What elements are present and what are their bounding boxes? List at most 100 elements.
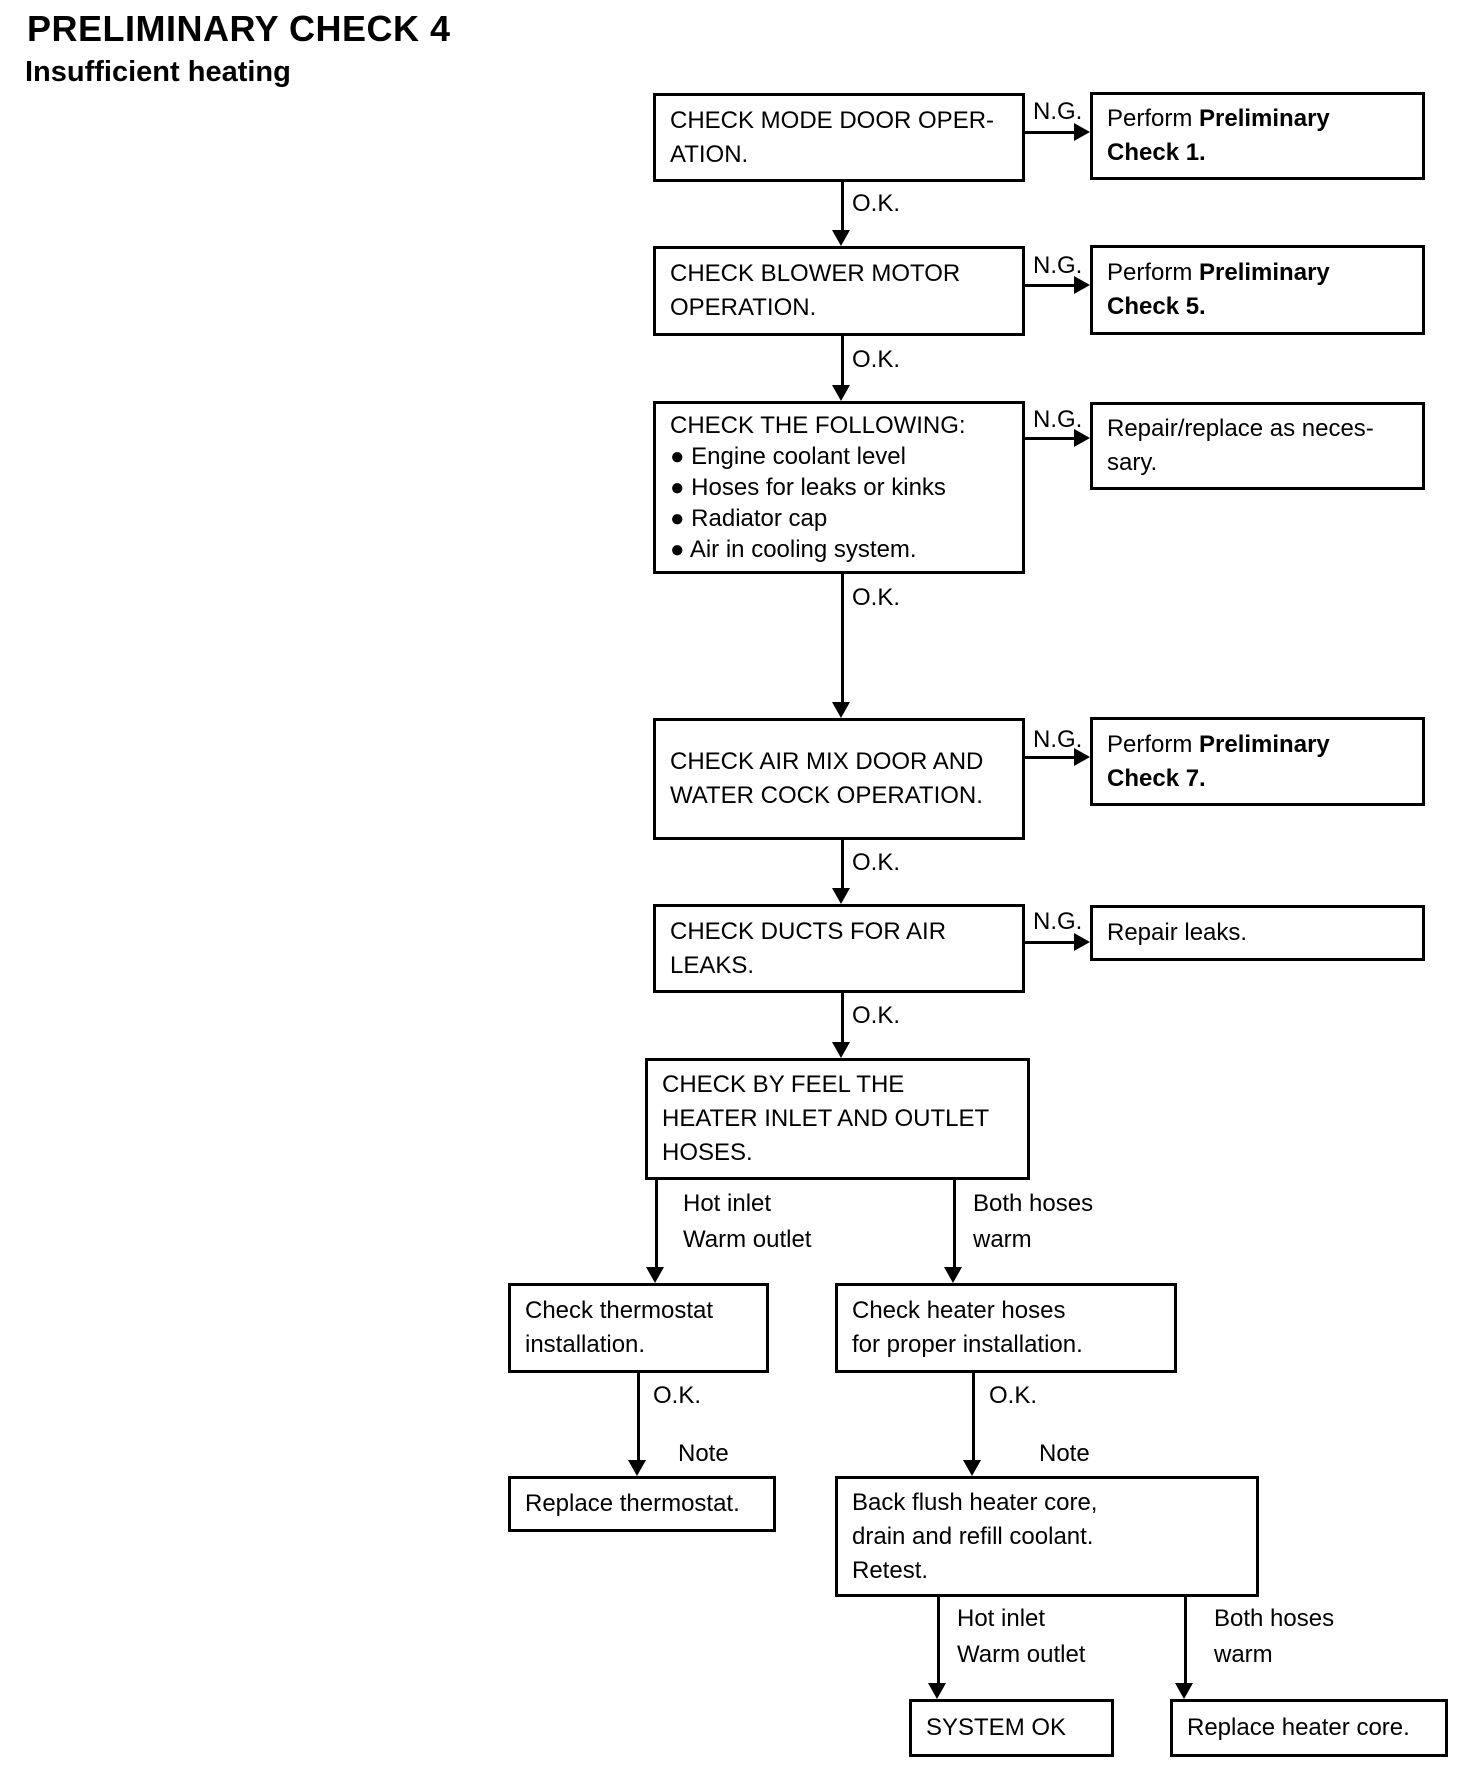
arrow-hot-inlet-2-arrowhead-icon <box>928 1683 946 1699</box>
arrow-hot-inlet-1-arrowhead-icon <box>646 1267 664 1283</box>
label-line: Hot inlet <box>683 1190 772 1217</box>
arrow-ng-5-arrowhead-icon <box>1074 933 1090 951</box>
arrow-ok-note-thermostat-line <box>637 1373 640 1462</box>
label-ok-5: O.K. <box>852 998 900 1034</box>
arrow-ng-1-arrowhead-icon <box>1074 123 1090 141</box>
node-text-line: Check 5. <box>1107 293 1206 320</box>
label-line: Both hoses <box>973 1190 1094 1217</box>
arrow-ok-1-line <box>841 182 844 232</box>
label-line: Note <box>678 1440 729 1467</box>
node-text-line: ● Radiator cap <box>670 505 828 532</box>
node-text-line: Check 7. <box>1107 764 1206 792</box>
node-text-line: ● Air in cooling system. <box>670 536 917 563</box>
node-text-line: Check heater hoses <box>852 1297 1066 1324</box>
label-ng-2: N.G. <box>1033 248 1082 284</box>
label-line: warm <box>973 1226 1032 1253</box>
arrow-ng-3-arrowhead-icon <box>1074 429 1090 447</box>
label-line: N.G. <box>1033 908 1083 935</box>
label-ok-2: O.K. <box>852 342 900 378</box>
arrow-hot-inlet-1-line <box>655 1180 658 1269</box>
label-both-hoses-2: Both hoses warm <box>1214 1601 1334 1673</box>
node-text-line: CHECK MODE DOOR OPER- <box>670 106 995 134</box>
arrow-both-hoses-1-arrowhead-icon <box>944 1267 962 1283</box>
node-text-line: HOSES. <box>662 1139 753 1166</box>
label-ng-5: N.G. <box>1033 904 1082 940</box>
label-ok-thermostat: O.K. <box>653 1378 701 1414</box>
node-text-line: CHECK THE FOLLOWING: <box>670 412 966 439</box>
node-text-line: CHECK BY FEEL THE <box>662 1071 905 1098</box>
node-text-line: Replace heater core. <box>1187 1714 1410 1741</box>
node-back-flush: Back flush heater core, drain and refill … <box>835 1476 1259 1597</box>
arrow-ok-4-arrowhead-icon <box>832 888 850 904</box>
node-check-the-following: CHECK THE FOLLOWING: ● Engine coolant lev… <box>653 401 1025 574</box>
node-text-line: CHECK BLOWER MOTOR <box>670 260 961 287</box>
label-ok-4: O.K. <box>852 845 900 881</box>
label-line: O.K. <box>852 849 901 876</box>
arrow-ok-1-arrowhead-icon <box>832 230 850 246</box>
arrow-ok-4-line <box>841 840 844 890</box>
arrow-ng-5-line <box>1025 941 1076 944</box>
node-text-line: ATION. <box>670 140 749 168</box>
node-text-line: for proper installation. <box>852 1331 1083 1358</box>
label-line: N.G. <box>1033 726 1083 753</box>
label-line: Note <box>1039 1440 1090 1467</box>
label-ng-3: N.G. <box>1033 402 1082 438</box>
label-line: warm <box>1214 1641 1273 1668</box>
label-ok-1: O.K. <box>852 186 900 222</box>
arrow-ng-1-line <box>1025 131 1076 134</box>
node-text-line: Back flush heater core, <box>852 1488 1098 1516</box>
node-repair-replace: Repair/replace as neces-sary. <box>1090 402 1425 490</box>
arrow-ok-note-heater-hoses-line <box>972 1373 975 1462</box>
node-text-line: WATER COCK OPERATION. <box>670 782 983 809</box>
arrow-ng-4-line <box>1025 756 1076 759</box>
node-text-line: Perform Preliminary <box>1107 105 1330 132</box>
label-line: N.G. <box>1033 98 1083 125</box>
label-ng-1: N.G. <box>1033 94 1082 130</box>
arrow-ok-note-thermostat-arrowhead-icon <box>628 1460 646 1476</box>
label-line: Warm outlet <box>683 1226 812 1253</box>
label-line: O.K. <box>989 1382 1038 1409</box>
label-line: Both hoses <box>1214 1605 1335 1632</box>
label-line: O.K. <box>852 346 901 373</box>
label-ok-3: O.K. <box>852 580 900 616</box>
node-text-line: ● Engine coolant level <box>670 443 906 470</box>
label-line: O.K. <box>852 1002 901 1029</box>
label-note-heater-hoses: Note <box>1039 1436 1090 1472</box>
arrow-both-hoses-2-line <box>1184 1597 1187 1685</box>
node-text-line: drain and refill coolant. <box>852 1522 1094 1550</box>
arrow-ok-3-arrowhead-icon <box>832 702 850 718</box>
label-both-hoses-1: Both hoses warm <box>973 1186 1093 1258</box>
arrow-both-hoses-2-arrowhead-icon <box>1175 1683 1193 1699</box>
arrow-ok-5-arrowhead-icon <box>832 1042 850 1058</box>
node-text-line: Replace thermostat. <box>525 1490 740 1517</box>
arrow-both-hoses-1-line <box>953 1180 956 1269</box>
node-system-ok: SYSTEM OK <box>909 1699 1114 1757</box>
arrow-ok-2-line <box>841 336 844 387</box>
node-text-line: LEAKS. <box>670 951 755 979</box>
node-text-line: HEATER INLET AND OUTLET <box>662 1105 990 1132</box>
node-text-line: CHECK DUCTS FOR AIR <box>670 917 947 945</box>
label-ok-heater-hoses: O.K. <box>989 1378 1037 1414</box>
label-line: O.K. <box>852 584 901 611</box>
node-check-mode-door: CHECK MODE DOOR OPER- ATION. <box>653 93 1025 182</box>
node-repair-leaks: Repair leaks. <box>1090 905 1425 961</box>
label-line: Hot inlet <box>957 1605 1046 1632</box>
arrow-ng-2-arrowhead-icon <box>1074 276 1090 294</box>
label-line: Warm outlet <box>957 1641 1086 1668</box>
node-text-line: Perform Preliminary <box>1107 730 1330 758</box>
node-text-line: sary. <box>1107 449 1158 476</box>
label-line: O.K. <box>653 1382 702 1409</box>
node-text-line: SYSTEM OK <box>926 1714 1067 1741</box>
arrow-ok-note-heater-hoses-arrowhead-icon <box>963 1460 981 1476</box>
node-replace-heater-core: Replace heater core. <box>1170 1699 1448 1757</box>
node-text-line: installation. <box>525 1331 646 1358</box>
node-check-heater-hoses: Check heater hoses for proper installatio… <box>835 1283 1177 1373</box>
label-line: N.G. <box>1033 406 1083 433</box>
